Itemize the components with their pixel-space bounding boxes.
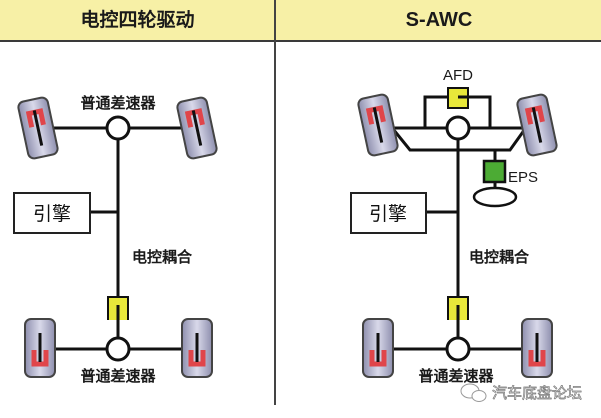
- rear-right-wheel: [181, 318, 213, 378]
- afd-label: AFD: [443, 67, 473, 84]
- brake-icon: [369, 350, 387, 367]
- watermark-text: 汽车底盘论坛: [492, 384, 582, 402]
- rear-right-wheel: [521, 318, 553, 378]
- engine-box: [13, 192, 91, 234]
- column-divider: [274, 0, 276, 405]
- right-drivetrain: AFD EPS 引擎 电控耦合: [350, 67, 559, 385]
- brake-icon: [528, 350, 546, 367]
- left-drivetrain: 普通差速器 引擎 电控耦合 普通差速器: [13, 94, 219, 385]
- header-bar: 电控四轮驱动 S-AWC: [0, 0, 601, 42]
- front-differential-icon: [105, 115, 131, 141]
- engine-label: 引擎: [33, 203, 71, 225]
- brake-icon: [188, 350, 206, 367]
- steering-linkage: [391, 128, 527, 152]
- front-left-wheel: [356, 92, 400, 158]
- electronic-coupling-icon: [107, 296, 129, 339]
- rear-differential-icon: [445, 336, 471, 362]
- left-title: 电控四轮驱动: [80, 9, 195, 31]
- front-right-wheel: [515, 92, 559, 158]
- front-right-wheel: [175, 95, 219, 161]
- front-left-wheel: [16, 95, 60, 161]
- rear-left-wheel: [24, 318, 56, 378]
- rear-diff-label: 普通差速器: [80, 367, 156, 385]
- watermark: 汽车底盘论坛: [460, 383, 582, 402]
- engine-box: [350, 192, 427, 234]
- eps-label: EPS: [508, 169, 538, 186]
- right-title: S-AWC: [405, 9, 473, 31]
- coupling-label: 电控耦合: [132, 248, 193, 266]
- steering-wheel-icon: [472, 186, 518, 208]
- afd-icon: [447, 87, 470, 109]
- brake-icon: [31, 350, 49, 367]
- rear-differential-icon: [105, 336, 131, 362]
- electronic-coupling-icon: [447, 296, 469, 339]
- eps-icon: [482, 159, 507, 184]
- front-diff-label: 普通差速器: [80, 94, 156, 112]
- engine-label: 引擎: [369, 203, 407, 225]
- front-differential-icon: [445, 115, 471, 141]
- coupling-label: 电控耦合: [469, 248, 530, 266]
- rear-left-wheel: [362, 318, 394, 378]
- wechat-icon: [460, 383, 487, 402]
- rear-diff-label: 普通差速器: [418, 367, 494, 385]
